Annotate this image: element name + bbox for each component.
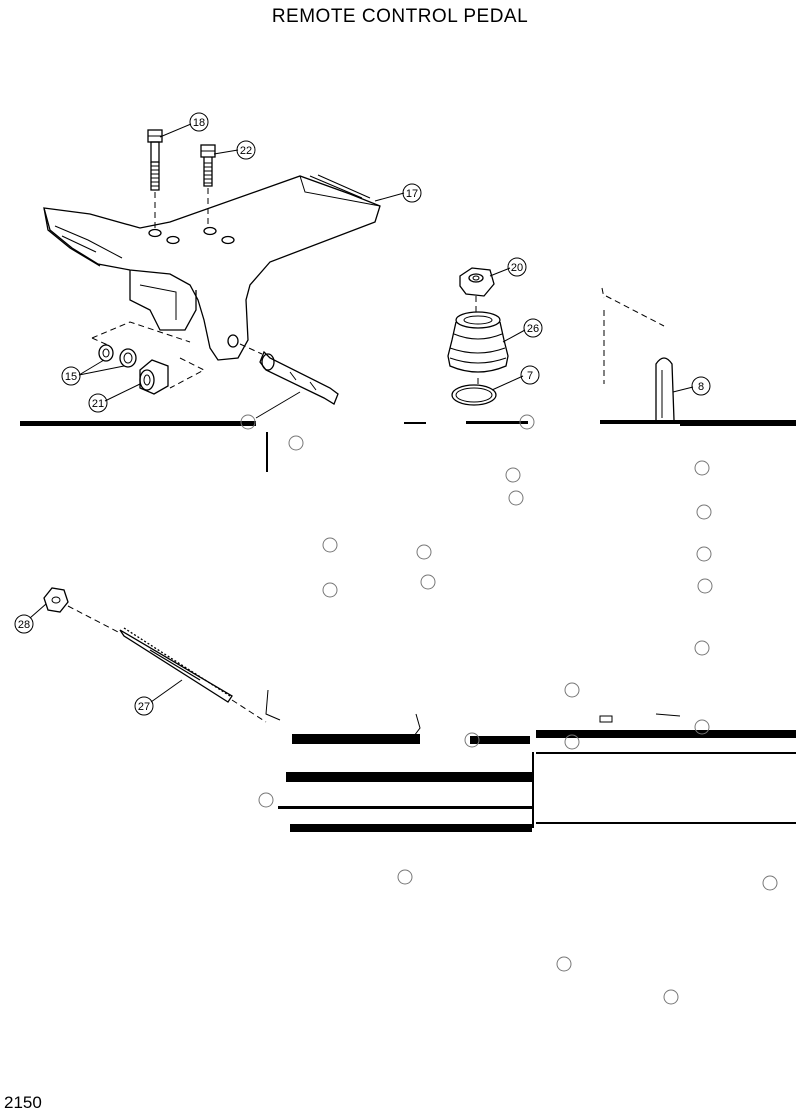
page-title: REMOTE CONTROL PEDAL — [271, 6, 529, 27]
callout-pin — [255, 391, 301, 419]
callout-20: 20 — [489, 257, 527, 277]
callout-22: 22 — [213, 140, 256, 160]
bolt-18 — [147, 129, 163, 228]
lower-bars — [265, 689, 796, 832]
threaded-rod-27 — [119, 627, 267, 723]
callout-27-label: 27 — [138, 701, 150, 713]
callout-8-label: 8 — [698, 381, 704, 393]
callout-17: 17 — [374, 183, 422, 203]
lever-8 — [601, 287, 675, 421]
callout-22-label: 22 — [240, 145, 252, 157]
callout-15-label: 15 — [65, 371, 77, 383]
empty-circles — [240, 414, 778, 1005]
pedal-17 — [43, 174, 381, 361]
bushing-21 — [139, 359, 169, 395]
hex-nut-28 — [43, 587, 119, 633]
callout-28: 28 — [14, 603, 47, 634]
callout-27: 27 — [134, 679, 183, 716]
callout-18: 18 — [159, 112, 209, 138]
callout-7: 7 — [491, 365, 540, 391]
callout-26-label: 26 — [527, 323, 539, 335]
callout-20-label: 20 — [511, 262, 523, 274]
callout-28-label: 28 — [18, 619, 30, 631]
callout-8: 8 — [672, 376, 711, 396]
base-bars — [20, 420, 796, 472]
pin — [239, 343, 339, 405]
bolt-22 — [200, 144, 216, 225]
nut-20 — [459, 267, 495, 312]
callout-18-label: 18 — [193, 117, 205, 129]
washers-15 — [91, 321, 206, 389]
page-number: 2150 — [4, 1093, 42, 1112]
callout-26: 26 — [502, 318, 543, 343]
boot-26 — [447, 311, 509, 385]
callout-21: 21 — [88, 383, 141, 413]
callout-17-label: 17 — [406, 188, 418, 200]
o-ring-7 — [451, 384, 497, 406]
callout-21-label: 21 — [92, 398, 104, 410]
callout-7-label: 7 — [527, 370, 533, 382]
callout-15: 15 — [61, 359, 125, 386]
